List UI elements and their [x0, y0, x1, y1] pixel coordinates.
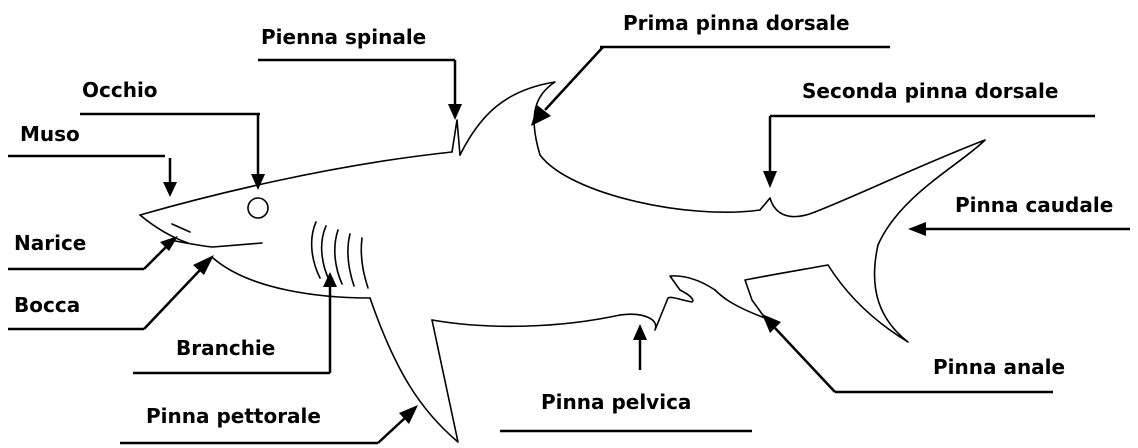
pienna-spinale-arrowhead	[448, 104, 462, 120]
label-prima-pinna-dorsale: Prima pinna dorsale	[623, 11, 850, 35]
label-pinna-pettorale: Pinna pettorale	[146, 404, 321, 428]
shark-body	[140, 82, 985, 442]
label-branchie: Branchie	[176, 336, 275, 360]
muso-arrowhead	[163, 182, 177, 197]
bocca-arrowhead	[193, 255, 214, 275]
second-dorsal-fin-outline	[760, 198, 815, 217]
lower-caudal-lobe	[828, 245, 908, 342]
gill-slit-5	[361, 238, 368, 288]
label-pienna-spinale: Pienna spinale	[261, 25, 426, 49]
belly-outline	[432, 315, 620, 326]
branchie-arrowhead	[323, 272, 337, 287]
pinna-pettorale-pointer	[378, 418, 405, 443]
label-bocca: Bocca	[14, 293, 80, 317]
bocca-pointer	[144, 270, 200, 329]
first-dorsal-fin-outline	[460, 82, 760, 212]
narice-pointer	[144, 245, 168, 269]
labels: Muso Occhio Pienna spinale Prima pinna d…	[14, 11, 1113, 428]
pinna-anale-pointer	[775, 328, 835, 392]
prima-dorsale-pointer	[545, 47, 603, 110]
arrowheads	[160, 104, 926, 424]
head-underside	[213, 258, 370, 298]
label-pinna-anale: Pinna anale	[933, 355, 1065, 379]
leader-lines	[8, 47, 1130, 443]
pinna-pelvica-arrowhead	[633, 324, 647, 340]
eye	[248, 198, 268, 218]
gill-slit-4	[348, 234, 354, 286]
pelvic-fin-outline	[620, 276, 715, 330]
pectoral-fin-outline	[370, 298, 458, 442]
nostril	[172, 224, 190, 232]
spinal-fin-outline	[452, 120, 460, 155]
label-pinna-pelvica: Pinna pelvica	[541, 390, 691, 414]
snout-underside	[140, 215, 188, 243]
gill-slit-3	[335, 230, 342, 284]
label-seconda-pinna-dorsale: Seconda pinna dorsale	[802, 79, 1058, 103]
seconda-dorsale-arrowhead	[763, 171, 777, 188]
occhio-arrowhead	[251, 174, 265, 190]
label-pinna-caudale: Pinna caudale	[955, 193, 1113, 217]
pinna-caudale-arrowhead	[908, 222, 926, 236]
anal-fin-outline	[715, 265, 828, 318]
label-occhio: Occhio	[82, 78, 158, 102]
label-narice: Narice	[14, 231, 86, 255]
gill-slit-1	[312, 222, 320, 278]
gill-slit-2	[322, 226, 330, 282]
label-muso: Muso	[20, 122, 80, 146]
shark-back-front	[140, 152, 452, 215]
